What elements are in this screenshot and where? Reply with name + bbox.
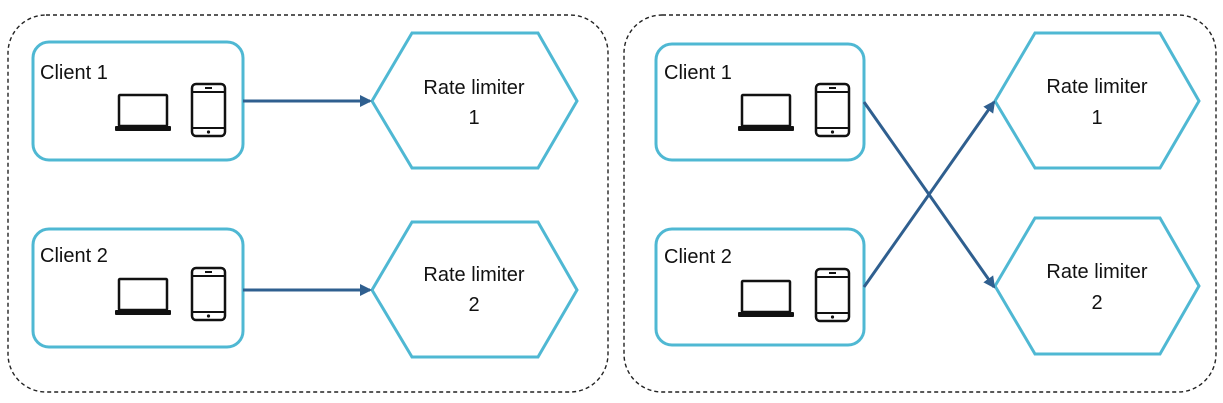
phone-icon (814, 267, 851, 323)
laptop-icon (738, 93, 794, 131)
panel-left-border (7, 14, 609, 393)
client-1-label: Client 1 (40, 62, 108, 84)
rate-limiter-2-title: Rate limiter (1046, 261, 1147, 283)
rate-limiter-1-title: Rate limiter (423, 77, 524, 99)
rate-limiter-2-title: Rate limiter (423, 264, 524, 286)
rate-limiter-2-number: 2 (1091, 292, 1102, 314)
panel-right: Client 1 Client 2 (623, 14, 1217, 393)
laptop-icon (738, 279, 794, 317)
phone-icon (814, 82, 851, 138)
rate-limiter-2-hexagon: Rate limiter 2 (370, 220, 579, 359)
arrow-client-2-to-limiter-1 (862, 100, 996, 288)
rate-limiter-1-hexagon: Rate limiter 1 (993, 31, 1201, 170)
client-1-box: Client 1 (31, 40, 245, 162)
panel-left: Client 1 Client 2 (7, 14, 609, 393)
client-2-label: Client 2 (40, 245, 108, 267)
client-2-box: Client 2 (31, 227, 245, 349)
laptop-icon (115, 93, 171, 131)
rate-limiter-1-title: Rate limiter (1046, 76, 1147, 98)
rate-limiter-1-number: 1 (1091, 107, 1102, 129)
client-1-box: Client 1 (654, 42, 866, 162)
phone-icon (190, 82, 227, 138)
client-1-label: Client 1 (664, 62, 732, 84)
phone-icon (190, 266, 227, 322)
rate-limiter-1-number: 1 (468, 107, 479, 129)
rate-limiter-1-hexagon: Rate limiter 1 (370, 31, 579, 170)
client-2-box: Client 2 (654, 227, 866, 347)
panel-right-border (623, 14, 1217, 393)
rate-limiter-2-number: 2 (468, 294, 479, 316)
rate-limiter-2-hexagon: Rate limiter 2 (993, 216, 1201, 356)
client-2-label: Client 2 (664, 246, 732, 268)
laptop-icon (115, 277, 171, 315)
